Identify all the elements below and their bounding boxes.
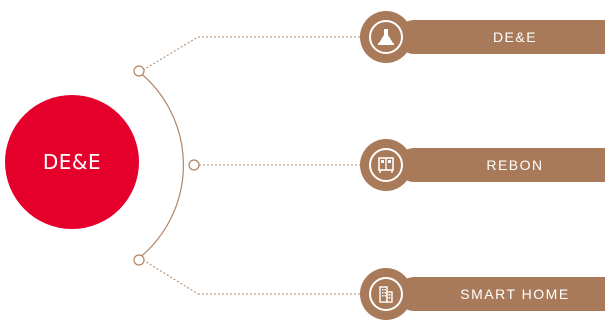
branch-icon-ring xyxy=(360,268,412,320)
orbit-arc xyxy=(137,70,185,260)
branch-icon-ring xyxy=(360,139,412,191)
cabinet-icon xyxy=(369,148,403,182)
brand-logo-text: DE&E xyxy=(42,150,102,174)
node-bottom xyxy=(133,254,145,266)
branch-label: SMART HOME xyxy=(460,286,570,302)
branch-pill: SMART HOME xyxy=(397,277,605,311)
branch-pill: DE&E xyxy=(397,20,605,54)
branch-pill: REBON xyxy=(397,148,605,182)
range-hood-icon xyxy=(369,20,403,54)
branch-rebon[interactable]: REBON xyxy=(355,139,605,191)
branch-dee[interactable]: DE&E xyxy=(355,11,605,63)
building-icon xyxy=(369,277,403,311)
node-middle xyxy=(188,159,200,171)
node-top xyxy=(133,65,145,77)
brand-logo-circle: DE&E xyxy=(5,95,139,229)
branch-label: REBON xyxy=(486,157,544,173)
branch-label: DE&E xyxy=(492,29,538,45)
branch-icon-ring xyxy=(360,11,412,63)
connector-top xyxy=(142,36,199,71)
connector-bottom xyxy=(142,259,199,295)
branch-smart-home[interactable]: SMART HOME xyxy=(355,268,605,320)
